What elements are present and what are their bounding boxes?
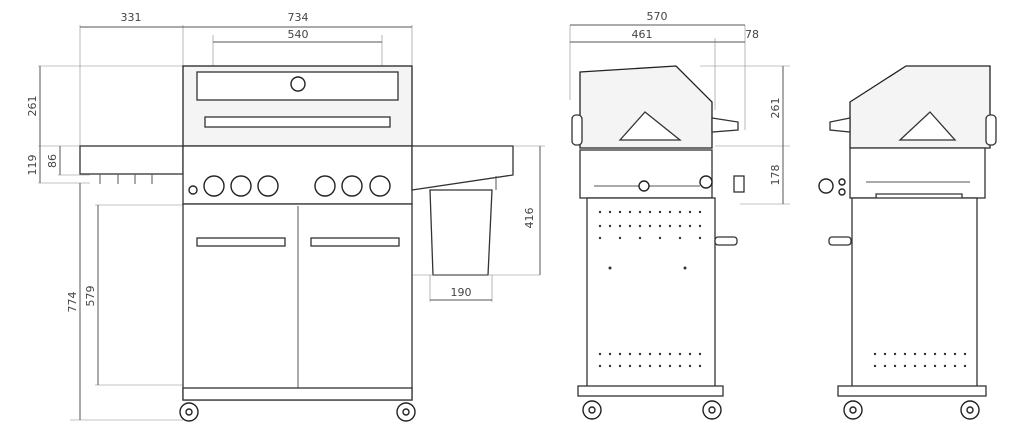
vent-dots-upper <box>598 210 702 240</box>
svg-text:331: 331 <box>121 11 142 24</box>
dim-front-main-width: 734 <box>183 11 412 28</box>
vent-dots-lower <box>598 352 702 368</box>
rear-lid <box>849 65 991 149</box>
rear-cabinet <box>851 197 978 395</box>
rear-side-view <box>818 65 997 420</box>
side-view: 570 461 78 261 178 <box>569 10 790 420</box>
lid-handle <box>204 116 391 128</box>
dim-front-bin-height: 416 <box>513 145 545 275</box>
dim-side-total-depth: 570 <box>570 10 745 26</box>
dim-front-bin-width: 190 <box>430 286 492 301</box>
dim-front-total-low-height: 774 <box>66 183 81 420</box>
svg-text:416: 416 <box>523 208 536 229</box>
svg-text:190: 190 <box>451 286 472 299</box>
svg-text:78: 78 <box>745 28 759 41</box>
svg-text:261: 261 <box>769 98 782 119</box>
dim-front-lid-height: 261 <box>26 66 41 146</box>
left-side-shelf <box>79 145 184 175</box>
svg-text:119: 119 <box>26 155 39 176</box>
dim-side-firebox-height: 178 <box>769 146 784 204</box>
dim-front-side-shelf: 331 <box>80 11 183 28</box>
svg-text:570: 570 <box>647 10 668 23</box>
side-cabinet <box>586 197 716 395</box>
dim-front-shelf-height: 119 <box>26 146 41 183</box>
waste-bin <box>429 189 493 276</box>
thermometer-icon <box>290 76 306 92</box>
front-view: 331 734 540 261 119 86 <box>26 11 545 422</box>
left-door-handle <box>196 237 286 247</box>
dim-front-shelf-thickness: 86 <box>46 146 61 175</box>
svg-text:774: 774 <box>66 292 79 313</box>
side-knob <box>733 175 745 193</box>
dim-side-lid-height: 261 <box>769 66 784 146</box>
rear-vent-dots <box>873 352 967 368</box>
right-side-shelf <box>411 145 514 191</box>
svg-text:261: 261 <box>26 96 39 117</box>
svg-text:734: 734 <box>288 11 309 24</box>
dim-front-lid-width: 540 <box>213 28 382 43</box>
svg-text:579: 579 <box>84 286 97 307</box>
svg-text:461: 461 <box>632 28 653 41</box>
svg-text:178: 178 <box>769 165 782 186</box>
dim-side-body-depth: 461 <box>570 28 715 43</box>
dim-front-cabinet-height: 579 <box>84 205 99 385</box>
svg-text:86: 86 <box>46 154 59 168</box>
rear-side-knob <box>818 178 834 194</box>
rear-firebox <box>849 147 986 199</box>
dim-side-knob-depth: 78 <box>715 28 759 43</box>
right-door-handle <box>310 237 400 247</box>
svg-text:540: 540 <box>288 28 309 41</box>
